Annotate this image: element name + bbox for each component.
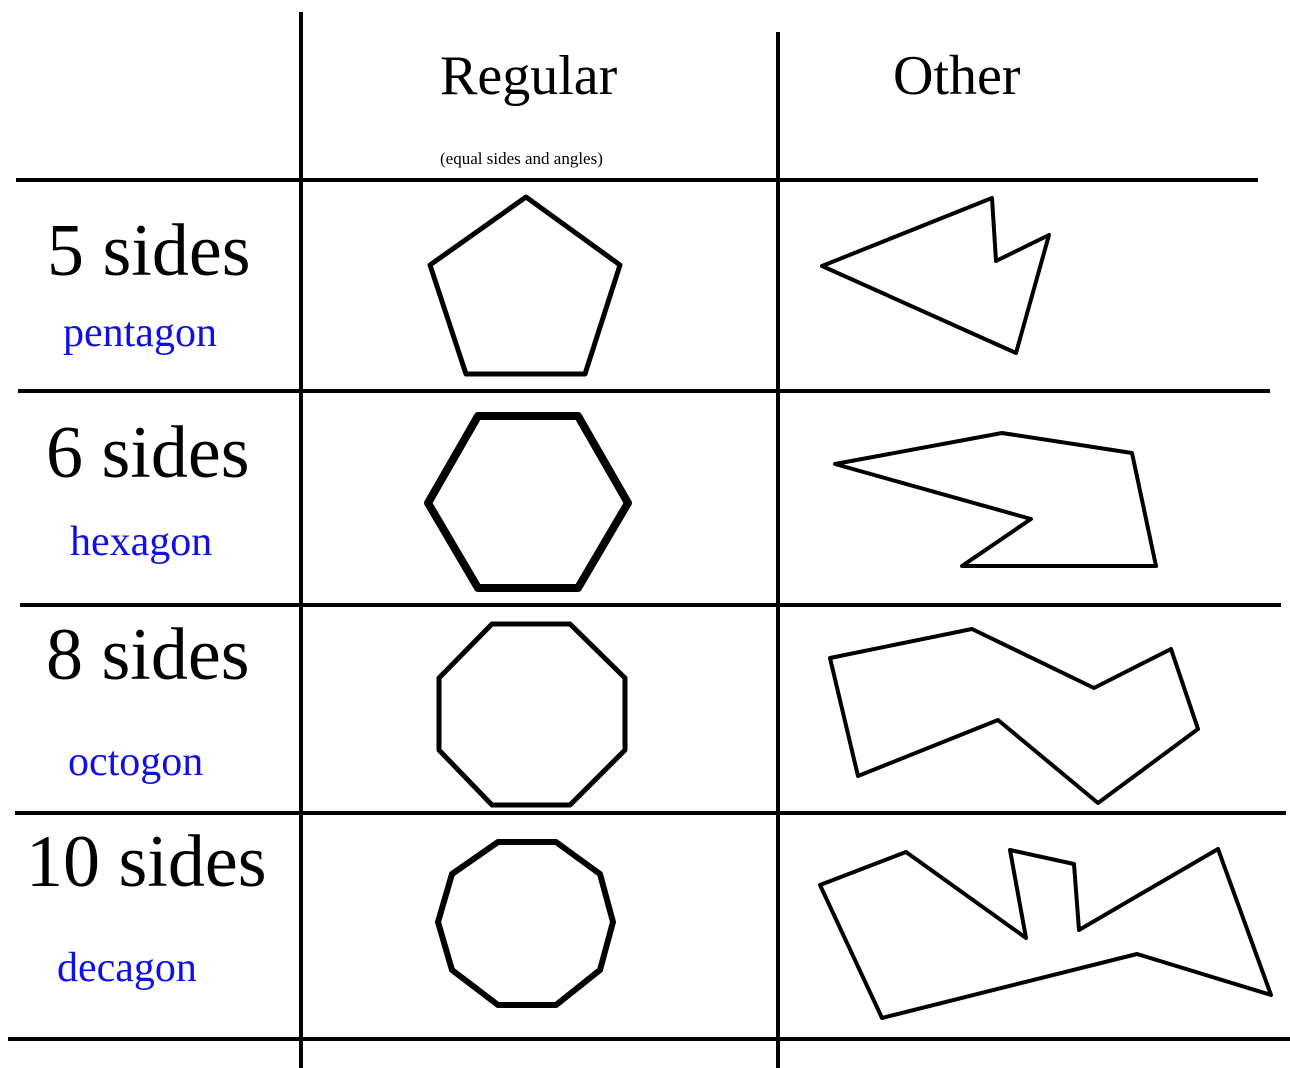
row-polygon-name: hexagon <box>70 519 213 565</box>
row-sides-label: 8 sides <box>46 614 250 696</box>
row-sides-label: 5 sides <box>47 210 251 292</box>
regular-octagon <box>436 621 628 808</box>
row-polygon-name: pentagon <box>63 310 217 356</box>
regular-hexagon <box>424 412 632 592</box>
irregular-pentagon <box>820 196 1051 355</box>
regular-pentagon <box>427 194 623 377</box>
row-polygon-name: decagon <box>57 945 197 991</box>
irregular-octagon <box>828 627 1200 805</box>
irregular-decagon <box>818 847 1273 1020</box>
regular-column-header: Regular <box>440 45 618 107</box>
other-column-header: Other <box>893 45 1021 107</box>
row-polygon-name: octogon <box>68 739 204 785</box>
irregular-hexagon <box>833 431 1158 568</box>
regular-column-note: (equal sides and angles) <box>440 149 603 168</box>
regular-decagon <box>435 839 616 1008</box>
row-sides-label: 10 sides <box>26 821 267 903</box>
row-sides-label: 6 sides <box>46 412 250 494</box>
